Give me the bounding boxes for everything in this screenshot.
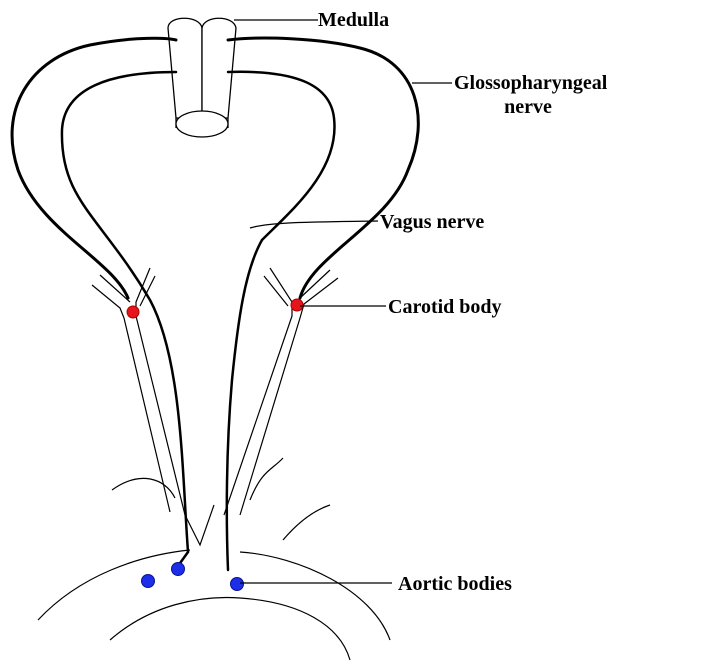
aortic-body-2 [172,563,185,576]
label-glossopharyngeal-line2: nerve [504,96,552,118]
aortic-body-1 [142,575,155,588]
aortic-body-3 [231,578,244,591]
aortic-arch [38,458,390,660]
carotid-body-left [127,306,139,318]
vagus-nerve [178,240,262,570]
left-carotid-artery [92,268,185,515]
label-carotid-body: Carotid body [388,296,502,318]
label-vagus-nerve: Vagus nerve [380,211,484,233]
medulla [168,18,236,137]
leader-line-vagus [250,221,378,228]
label-glossopharyngeal-line1: Glossopharyngeal [454,72,608,94]
carotid-body-right [291,299,303,311]
label-medulla: Medulla [318,9,389,31]
label-aortic-bodies: Aortic bodies [398,573,512,595]
